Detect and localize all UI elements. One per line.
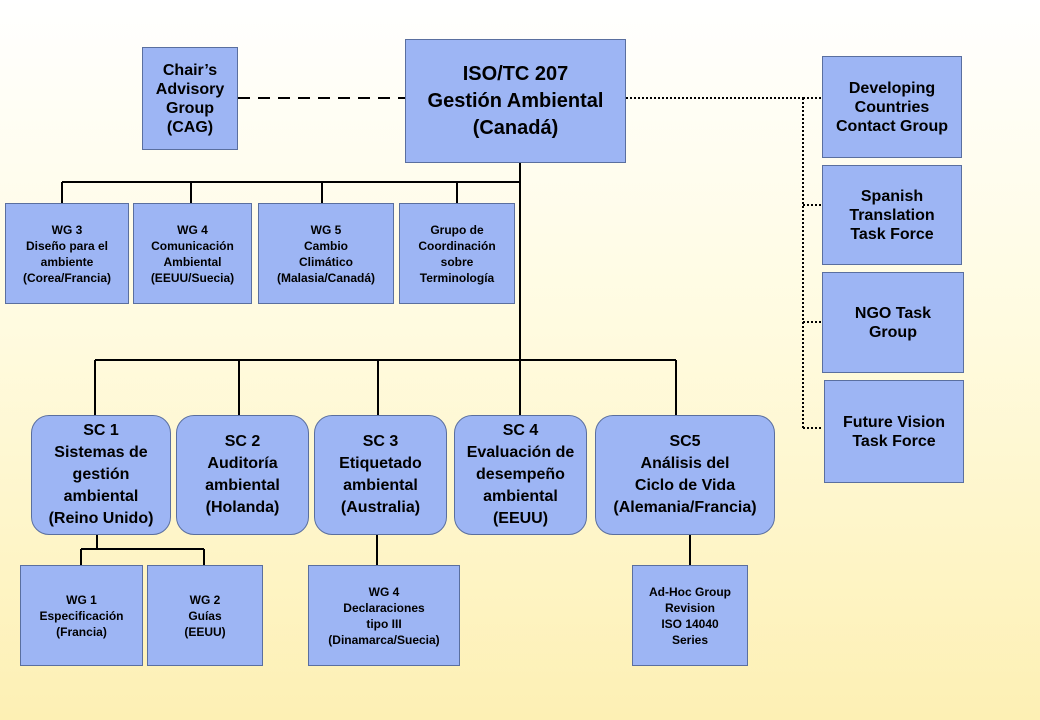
- wg1-box: WG 1 Especificación (Francia): [20, 565, 143, 666]
- terminologia-box: Grupo de Coordinación sobre Terminología: [399, 203, 515, 304]
- spanish-translation-box: Spanish Translation Task Force: [822, 165, 962, 265]
- future-vision-box: Future Vision Task Force: [824, 380, 964, 483]
- wg2-box: WG 2 Guías (EEUU): [147, 565, 263, 666]
- wg4-declaraciones-box: WG 4 Declaraciones tipo III (Dinamarca/S…: [308, 565, 460, 666]
- sc3-box: SC 3 Etiquetado ambiental (Australia): [314, 415, 447, 535]
- adhoc-group-box: Ad-Hoc Group Revision ISO 14040 Series: [632, 565, 748, 666]
- sc1-box: SC 1 Sistemas de gestión ambiental (Rein…: [31, 415, 171, 535]
- tc207-box: ISO/TC 207 Gestión Ambiental (Canadá): [405, 39, 626, 163]
- sc5-box: SC5 Análisis del Ciclo de Vida (Alemania…: [595, 415, 775, 535]
- sc2-box: SC 2 Auditoría ambiental (Holanda): [176, 415, 309, 535]
- cag-box: Chair’s Advisory Group (CAG): [142, 47, 238, 150]
- sc4-box: SC 4 Evaluación de desempeño ambiental (…: [454, 415, 587, 535]
- ngo-task-group-box: NGO Task Group: [822, 272, 964, 373]
- wg4-comunicacion-box: WG 4 Comunicación Ambiental (EEUU/Suecia…: [133, 203, 252, 304]
- wg3-box: WG 3 Diseño para el ambiente (Corea/Fran…: [5, 203, 129, 304]
- developing-countries-box: Developing Countries Contact Group: [822, 56, 962, 158]
- wg5-box: WG 5 Cambio Climático (Malasia/Canadá): [258, 203, 394, 304]
